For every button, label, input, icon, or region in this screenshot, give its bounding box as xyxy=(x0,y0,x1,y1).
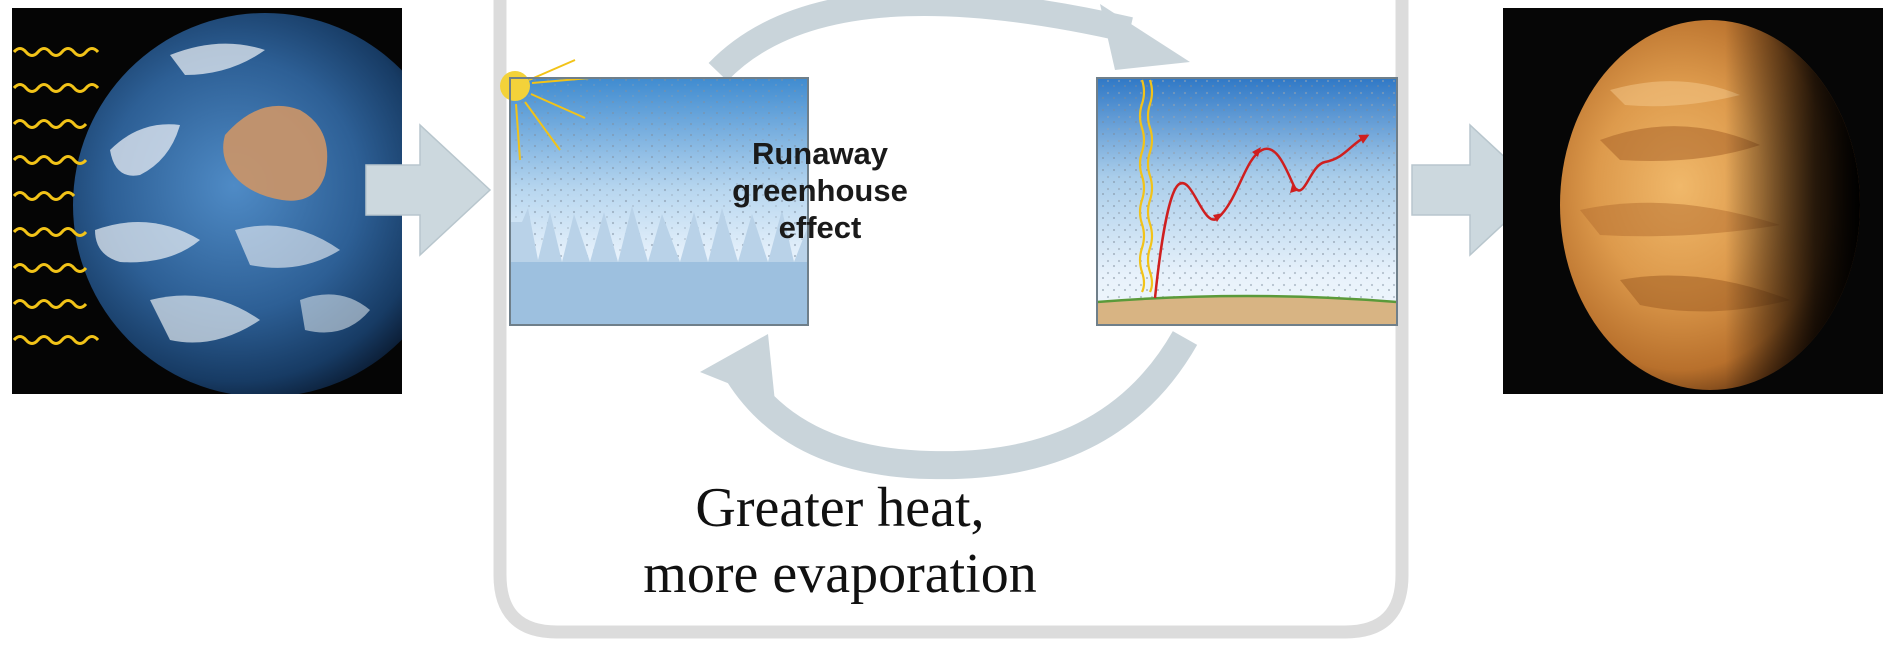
infrared-path xyxy=(1153,134,1370,299)
top-cycle-arrow xyxy=(708,0,1190,82)
caption-line-1: Greater heat, xyxy=(695,477,985,539)
bottom-caption: Greater heat, more evaporation xyxy=(540,475,1140,607)
sunlight-rays xyxy=(12,47,100,345)
label-line-2: greenhouse xyxy=(732,173,908,208)
caption-line-2: more evaporation xyxy=(643,543,1037,605)
incoming-sunlight xyxy=(1138,79,1154,293)
earth-photo xyxy=(12,8,402,394)
bottom-cycle-arrow xyxy=(700,330,1198,480)
evaporation-panel xyxy=(500,59,809,326)
cycle-frame xyxy=(493,0,1409,639)
venus-photo xyxy=(1503,8,1883,394)
infrared-panel xyxy=(1096,77,1398,326)
label-line-1: Runaway xyxy=(751,136,889,171)
flow-arrow-left xyxy=(365,123,492,257)
label-line-3: effect xyxy=(778,210,862,245)
runaway-greenhouse-label: Runaway greenhouse effect xyxy=(732,135,908,246)
